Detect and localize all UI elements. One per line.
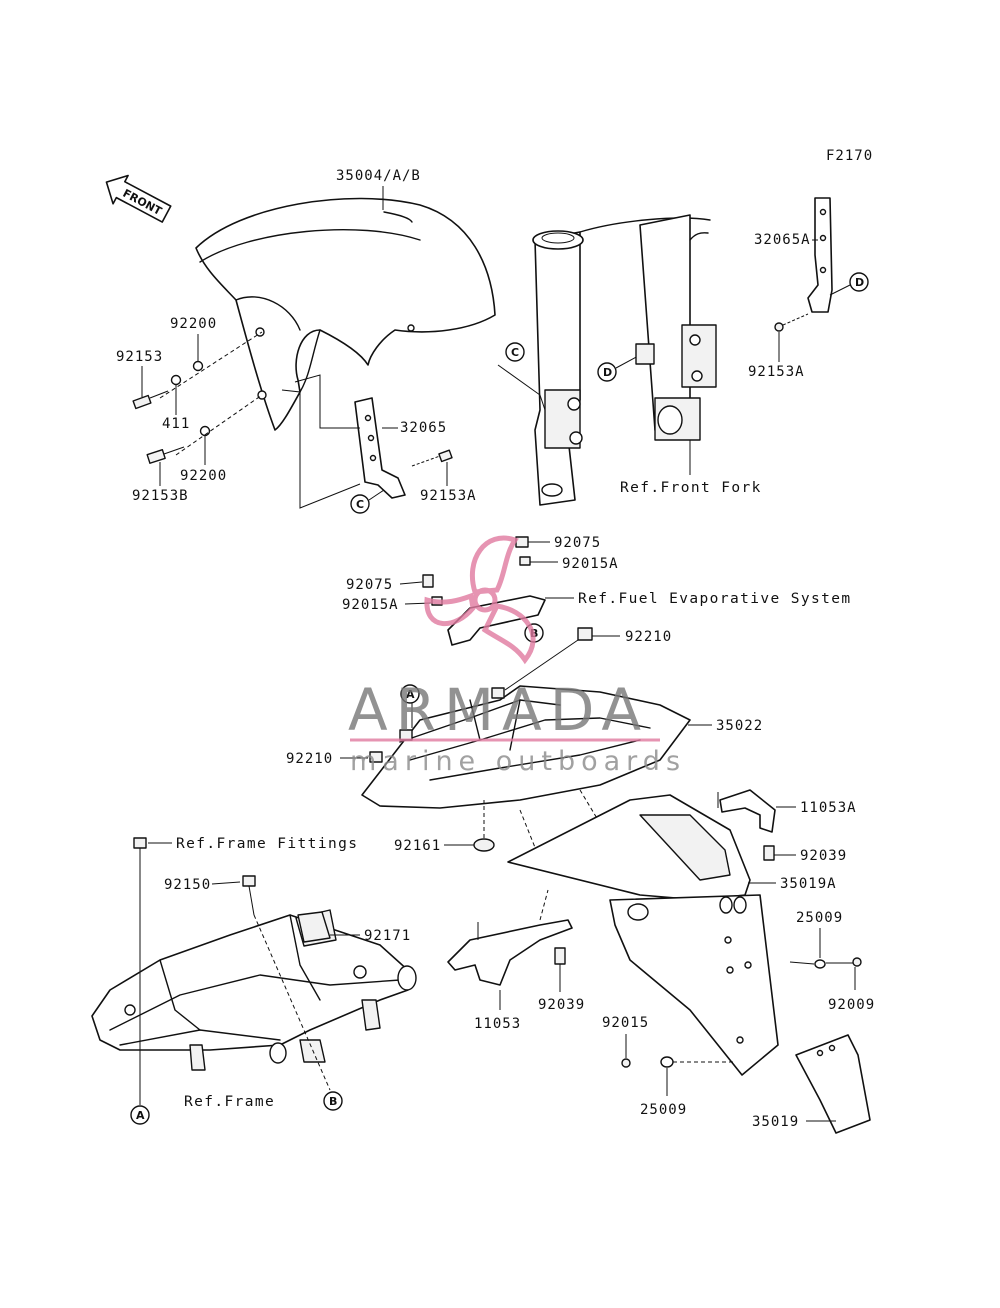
- label-25009-b: 25009: [640, 1102, 687, 1118]
- propeller-logo-icon: [424, 535, 536, 665]
- ref-frame: Ref.Frame: [184, 1094, 275, 1110]
- marker-b-frame: [323, 1091, 343, 1111]
- flap-35019: [795, 1034, 871, 1134]
- clip-92210-b: [369, 751, 383, 763]
- label-32065: 32065: [400, 420, 447, 436]
- bolt-frame-fittings: [133, 837, 147, 860]
- label-32065a: 32065A: [754, 232, 811, 248]
- nut-92009: [852, 957, 862, 967]
- marker-c-upper: [505, 342, 525, 362]
- label-92039-a: 92039: [800, 848, 847, 864]
- label-92210-b: 92210: [286, 751, 333, 767]
- bolt-92153b: [146, 446, 185, 464]
- label-92015a-b: 92015A: [342, 597, 399, 613]
- marker-a-tray-text: A: [406, 688, 415, 701]
- bracket-11053a: [717, 789, 776, 833]
- bracket-32065: [354, 397, 406, 499]
- clip-92210-a: [577, 627, 593, 641]
- rear-fender-35019a: [507, 794, 779, 1076]
- label-35022: 35022: [716, 718, 763, 734]
- label-92153a-1: 92153A: [420, 488, 477, 504]
- ref-fuel-evap: Ref.Fuel Evaporative System: [578, 591, 852, 607]
- marker-a-tray: [400, 684, 420, 704]
- label-11053: 11053: [474, 1016, 521, 1032]
- label-92009: 92009: [828, 997, 875, 1013]
- label-92075-b: 92075: [346, 577, 393, 593]
- label-35019: 35019: [752, 1114, 799, 1130]
- marker-a-frame-text: A: [136, 1109, 145, 1122]
- nut-92039-a: [763, 845, 775, 861]
- marker-b-frame-text: B: [329, 1095, 337, 1108]
- bracket-32065a: [807, 197, 833, 313]
- marker-a-frame: [130, 1105, 150, 1125]
- label-35019a: 35019A: [780, 876, 837, 892]
- label-92200-b: 92200: [180, 468, 227, 484]
- label-92161: 92161: [394, 838, 441, 854]
- bolt-92150: [242, 875, 256, 916]
- watermark-title: ARMADA: [348, 676, 649, 744]
- marker-c-upper-text: C: [511, 346, 519, 359]
- label-92153b: 92153B: [132, 488, 189, 504]
- figure-code: F2170: [826, 148, 873, 164]
- marker-d-fork: [597, 362, 617, 382]
- damper-92161: [473, 838, 495, 852]
- marker-d-bracket-text: D: [855, 276, 864, 289]
- ref-front-fork: Ref.Front Fork: [620, 480, 762, 496]
- marker-c-lower: [350, 494, 370, 514]
- bolt-92153a-left: [411, 449, 453, 467]
- bolt-92153a-right: [774, 313, 809, 332]
- washer-25009-a: [814, 959, 826, 969]
- marker-d-bracket: [849, 272, 869, 292]
- bolt-92153: [132, 390, 169, 410]
- label-411: 411: [162, 416, 190, 432]
- label-92200-a: 92200: [170, 316, 217, 332]
- armada-watermark: ARMADA marine outboards: [348, 535, 686, 777]
- label-92039-b: 92039: [538, 997, 585, 1013]
- label-92015: 92015: [602, 1015, 649, 1031]
- watermark-subtitle: marine outboards: [350, 746, 686, 777]
- nut-92039-b: [554, 947, 566, 965]
- washer-92200-a: [192, 360, 204, 372]
- bracket-92171: [297, 911, 331, 943]
- label-92015a-a: 92015A: [562, 556, 619, 572]
- bracket-11053: [447, 919, 573, 986]
- washer-411: [170, 374, 182, 386]
- label-92075-a: 92075: [554, 535, 601, 551]
- washer-92200-b: [199, 425, 211, 437]
- front-fender: [195, 197, 496, 431]
- label-11053a: 11053A: [800, 800, 857, 816]
- under-tray-35022: [361, 685, 691, 809]
- front-fork: [532, 214, 717, 506]
- label-92150: 92150: [164, 877, 211, 893]
- label-92153a-2: 92153A: [748, 364, 805, 380]
- nut-92015: [621, 1058, 631, 1068]
- label-92153: 92153: [116, 349, 163, 365]
- marker-c-lower-text: C: [356, 498, 364, 511]
- label-92210-a: 92210: [625, 629, 672, 645]
- label-25009-a: 25009: [796, 910, 843, 926]
- label-92171: 92171: [364, 928, 411, 944]
- ref-frame-fittings: Ref.Frame Fittings: [176, 836, 358, 852]
- washer-25009-b: [660, 1056, 674, 1068]
- marker-d-fork-text: D: [603, 366, 612, 379]
- front-arrow-icon: FRONT: [105, 174, 172, 223]
- label-35004: 35004/A/B: [336, 168, 421, 184]
